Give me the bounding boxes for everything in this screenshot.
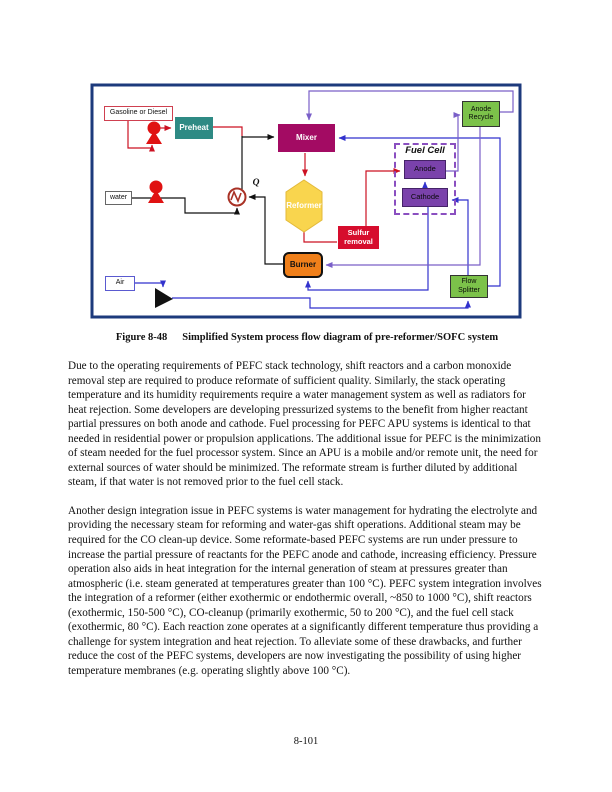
page-number: 8-101 [293,736,319,747]
heat-exchanger-icon [227,187,247,207]
figure-caption-text: Simplified System process flow diagram o… [182,332,499,343]
figure-caption-label: Figure 8-48 [115,332,168,343]
mixer-box: Mixer [278,124,335,152]
reformer-hexagon [285,179,323,233]
body-text: Due to the operating requirements of PEF… [68,359,546,692]
reformer-label: Reformer [286,201,322,211]
fuel-cell-title: Fuel Cell [405,145,445,156]
recycle-lines [306,90,514,268]
fuel-cell-boundary: Fuel Cell [394,143,456,215]
burner-box: Burner [283,252,323,278]
anode-recycle-box: Anode Recycle [462,101,500,127]
air-box: Air [105,276,135,291]
compressor-icon [155,288,173,308]
cathode-box: Cathode [402,188,448,207]
paragraph-2: Another design integration issue in PEFC… [68,504,542,677]
fuel-lines [127,121,401,243]
water-pump-icon [148,180,164,203]
heat-q-label: Q [252,177,260,188]
flow-splitter-box: Flow Splitter [450,275,488,298]
fuel-pump-icon [146,121,162,144]
water-box: water [105,191,132,205]
sulfur-removal-box: Sulfur removal [338,226,379,249]
paragraph-1: Due to the operating requirements of PEF… [68,360,541,489]
figure-caption: Figure 8-48 Simplified System process fl… [68,332,546,343]
water-heat-lines [132,134,283,265]
gasoline-diesel-box: Gasoline or Diesel [104,106,173,121]
air-lines [135,135,501,309]
preheat-box: Preheat [175,117,213,139]
anode-box: Anode [404,160,446,179]
